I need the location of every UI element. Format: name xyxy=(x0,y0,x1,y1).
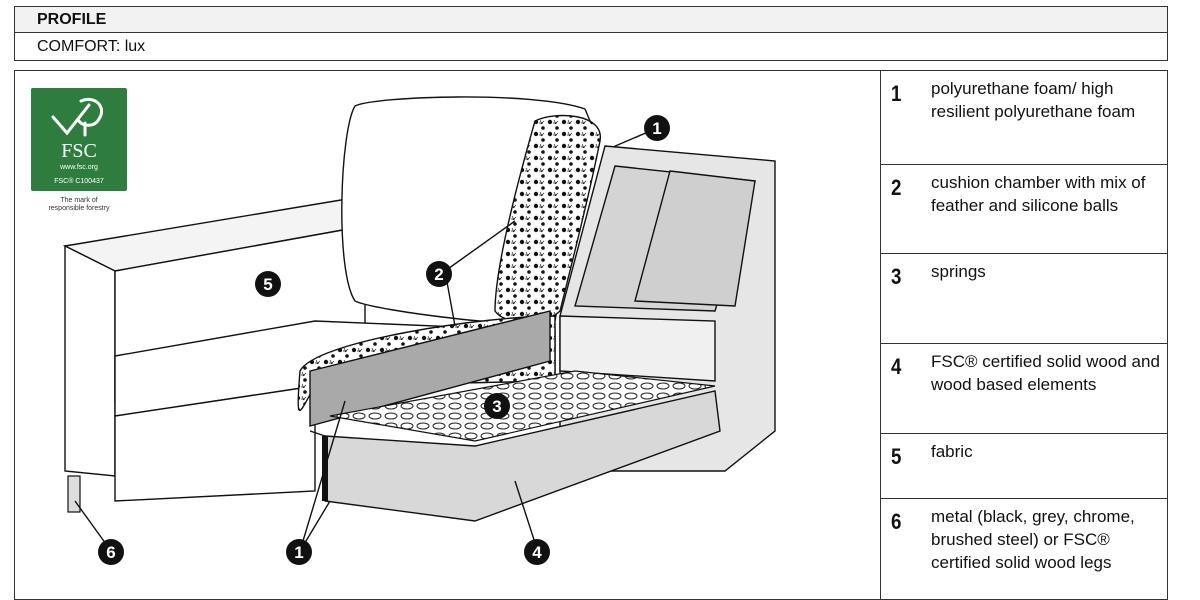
legend-description: fabric xyxy=(931,442,973,461)
legend-description: FSC® certified solid wood and wood based… xyxy=(931,352,1160,394)
fsc-logo: FSC www.fsc.org FSC® C100437 The mark of… xyxy=(31,88,127,212)
legend-description: metal (black, grey, chrome, brushed stee… xyxy=(931,507,1135,572)
tree-check-icon xyxy=(51,98,104,137)
callout-badge: 5 xyxy=(255,271,281,297)
sofa-illustration: FSC www.fsc.org FSC® C100437 The mark of… xyxy=(31,88,776,565)
wooden-board-front xyxy=(309,310,551,427)
legend-description: springs xyxy=(931,262,986,281)
svg-text:1: 1 xyxy=(294,543,303,562)
svg-text:4: 4 xyxy=(532,543,542,562)
svg-text:1: 1 xyxy=(652,119,661,138)
callout-badge: 4 xyxy=(524,539,550,565)
callout-badge: 6 xyxy=(98,539,124,565)
callout-badge: 3 xyxy=(484,393,510,419)
svg-text:2: 2 xyxy=(434,265,443,284)
callout-badge: 2 xyxy=(426,261,452,287)
legend-number: 2 xyxy=(891,175,902,200)
legend-number: 4 xyxy=(891,354,902,379)
fsc-logo-brand: FSC xyxy=(61,140,97,162)
legend-row: 1 polyurethane foam/ high resilient poly… xyxy=(881,71,1167,165)
profile-header: PROFILE COMFORT: lux xyxy=(14,6,1168,61)
legend-number: 1 xyxy=(891,81,902,106)
svg-text:3: 3 xyxy=(492,397,501,416)
legend-row: 6 metal (black, grey, chrome, brushed st… xyxy=(881,499,1167,592)
legend-number: 5 xyxy=(891,444,902,469)
legend-description: cushion chamber with mix of feather and … xyxy=(931,173,1146,215)
springs xyxy=(329,370,716,442)
cushion-chamber xyxy=(494,114,601,323)
legend-number: 6 xyxy=(891,509,902,534)
comfort-level: COMFORT: lux xyxy=(37,38,146,55)
frame-divider xyxy=(880,70,881,600)
profile-title: PROFILE xyxy=(15,7,1167,33)
legend-row: 4 FSC® certified solid wood and wood bas… xyxy=(881,344,1167,434)
fsc-logo-code: FSC® C100437 xyxy=(54,177,104,185)
fsc-logo-badge xyxy=(31,88,127,191)
fsc-logo-tagline-2: responsible forestry xyxy=(48,205,110,212)
fsc-logo-tagline-1: The mark of xyxy=(60,197,97,204)
legend-row: 2 cushion chamber with mix of feather an… xyxy=(881,165,1167,254)
svg-text:6: 6 xyxy=(106,543,115,562)
fsc-logo-url: www.fsc.org xyxy=(59,164,98,171)
legend-row: 3 springs xyxy=(881,254,1167,344)
callout-badge: 1 xyxy=(644,115,670,141)
callout-badge: 1 xyxy=(286,539,312,565)
legend-row: 5 fabric xyxy=(881,434,1167,499)
legend-description: polyurethane foam/ high resilient polyur… xyxy=(931,79,1136,121)
legend-number: 3 xyxy=(891,264,902,289)
svg-text:5: 5 xyxy=(263,275,272,294)
